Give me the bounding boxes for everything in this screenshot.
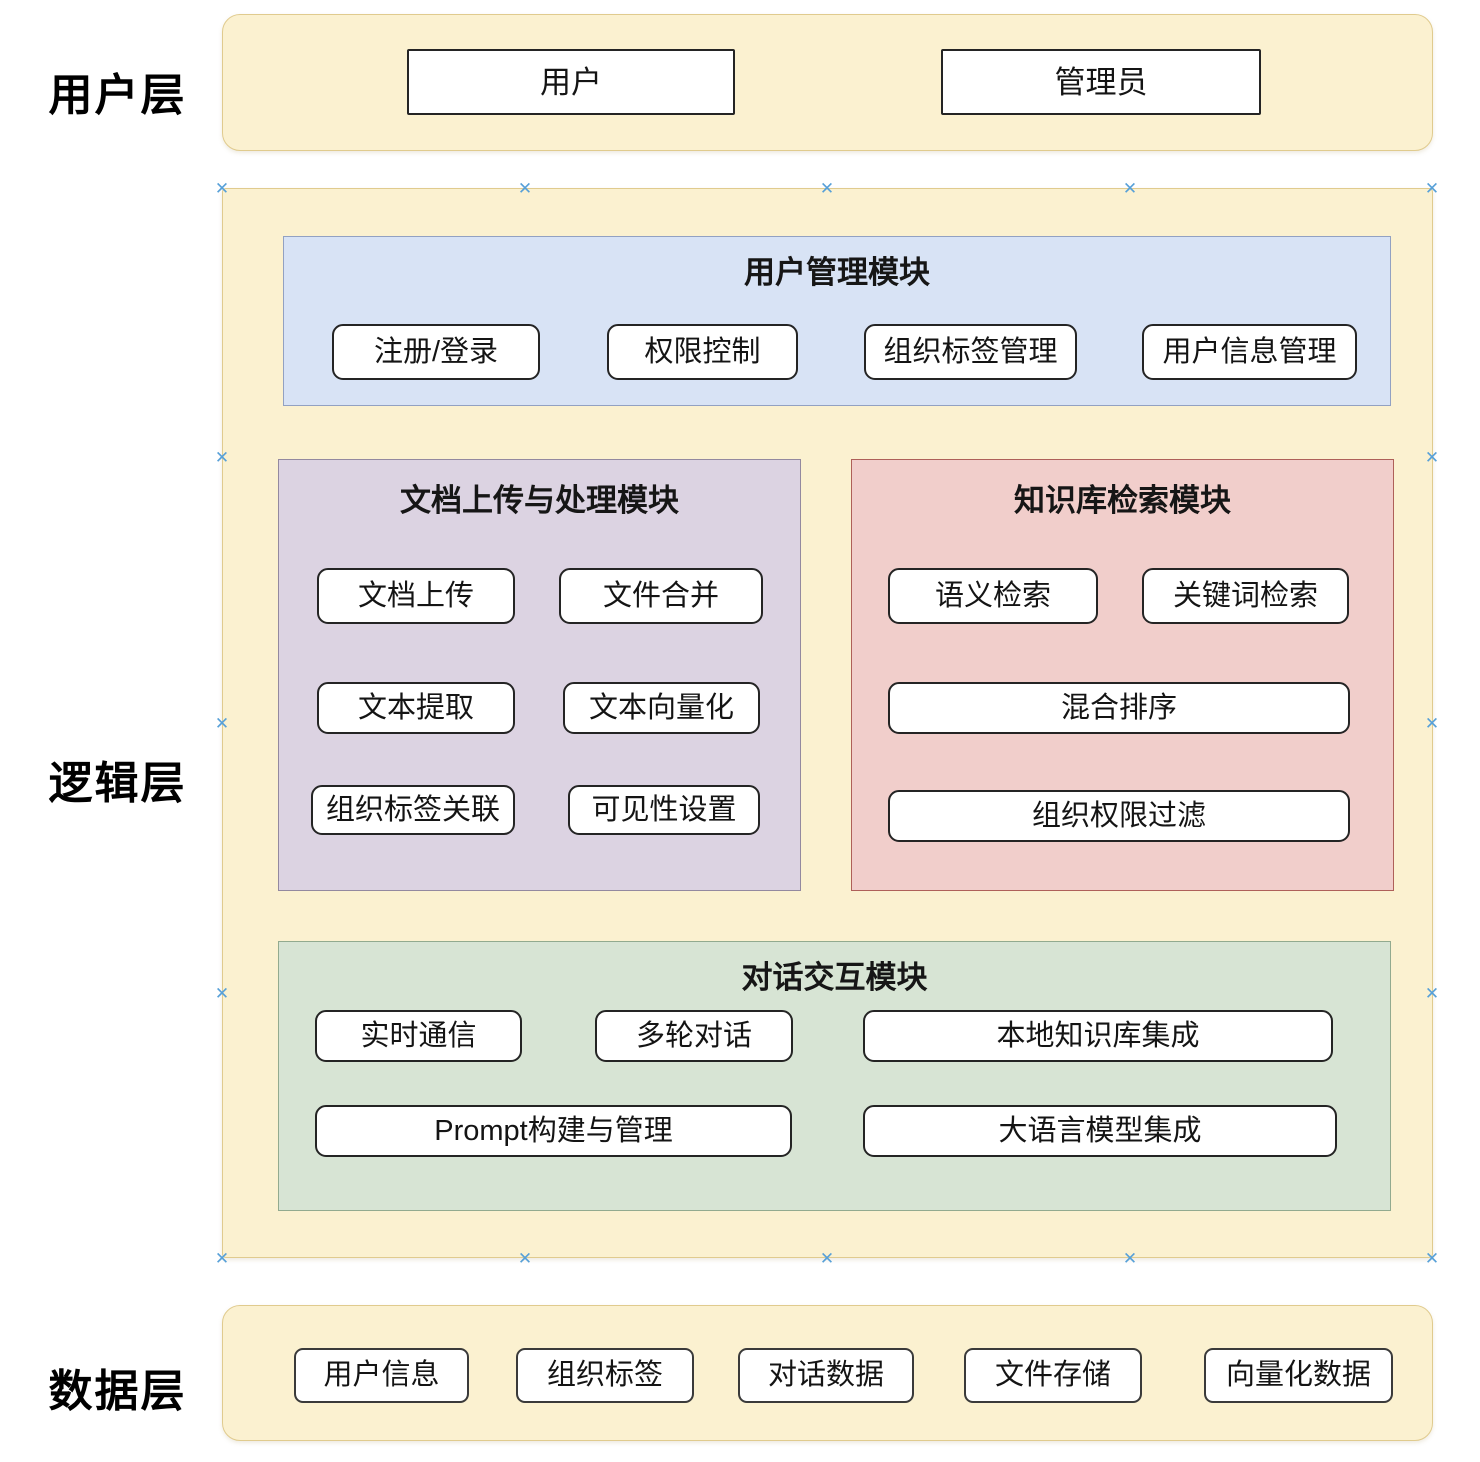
selection-handle-icon[interactable]: ✕ <box>1424 713 1440 733</box>
user-layer-label: 用户层 <box>48 71 187 120</box>
node-org-tag-store[interactable]: 组织标签 <box>516 1348 694 1403</box>
selection-handle-icon[interactable]: ✕ <box>517 178 533 198</box>
node-org-tag-association[interactable]: 组织标签关联 <box>311 785 515 835</box>
module-dialogue-interaction-title: 对话交互模块 <box>741 960 928 995</box>
node-user-info-management[interactable]: 用户信息管理 <box>1142 324 1357 380</box>
node-local-kb-integration[interactable]: 本地知识库集成 <box>863 1010 1333 1062</box>
node-text-extraction[interactable]: 文本提取 <box>317 682 515 734</box>
node-dialogue-data-store[interactable]: 对话数据 <box>738 1348 914 1403</box>
node-prompt-build-management[interactable]: Prompt构建与管理 <box>315 1105 792 1157</box>
module-user-management-title: 用户管理模块 <box>744 255 930 290</box>
node-user-info-store[interactable]: 用户信息 <box>294 1348 469 1403</box>
selection-handle-icon[interactable]: ✕ <box>819 1248 835 1268</box>
node-semantic-search[interactable]: 语义检索 <box>888 568 1098 624</box>
node-register-login[interactable]: 注册/登录 <box>332 324 540 380</box>
module-user-management[interactable]: 用户管理模块 注册/登录 权限控制 组织标签管理 用户信息管理 <box>283 236 1391 406</box>
node-admin[interactable]: 管理员 <box>941 49 1261 115</box>
node-keyword-search[interactable]: 关键词检索 <box>1142 568 1349 624</box>
module-doc-processing-title: 文档上传与处理模块 <box>400 483 679 518</box>
selection-handle-icon[interactable]: ✕ <box>214 1248 230 1268</box>
selection-handle-icon[interactable]: ✕ <box>214 447 230 467</box>
selection-handle-icon[interactable]: ✕ <box>1424 983 1440 1003</box>
node-multi-turn-dialogue[interactable]: 多轮对话 <box>595 1010 793 1062</box>
selection-handle-icon[interactable]: ✕ <box>819 178 835 198</box>
node-org-tag-management[interactable]: 组织标签管理 <box>864 324 1077 380</box>
node-org-permission-filter[interactable]: 组织权限过滤 <box>888 790 1350 842</box>
node-permission-control[interactable]: 权限控制 <box>607 324 798 380</box>
module-kb-retrieval-title: 知识库检索模块 <box>1014 483 1231 518</box>
user-layer-band[interactable]: 用户 管理员 <box>222 14 1433 151</box>
node-doc-upload[interactable]: 文档上传 <box>317 568 515 624</box>
selection-handle-icon[interactable]: ✕ <box>1424 1248 1440 1268</box>
selection-handle-icon[interactable]: ✕ <box>214 983 230 1003</box>
logic-layer-label: 逻辑层 <box>48 759 187 808</box>
module-dialogue-interaction[interactable]: 对话交互模块 实时通信 多轮对话 本地知识库集成 Prompt构建与管理 大语言… <box>278 941 1391 1211</box>
node-hybrid-ranking[interactable]: 混合排序 <box>888 682 1350 734</box>
selection-handle-icon[interactable]: ✕ <box>1122 178 1138 198</box>
selection-handle-icon[interactable]: ✕ <box>1122 1248 1138 1268</box>
node-text-vectorization[interactable]: 文本向量化 <box>563 682 760 734</box>
node-vectorized-data-store[interactable]: 向量化数据 <box>1204 1348 1393 1403</box>
node-user[interactable]: 用户 <box>407 49 735 115</box>
data-layer-band[interactable]: 用户信息 组织标签 对话数据 文件存储 向量化数据 <box>222 1305 1433 1441</box>
data-layer-label: 数据层 <box>48 1367 187 1416</box>
logic-layer-band[interactable]: 用户管理模块 注册/登录 权限控制 组织标签管理 用户信息管理 文档上传与处理模… <box>222 188 1433 1258</box>
module-doc-processing[interactable]: 文档上传与处理模块 文档上传 文件合并 文本提取 文本向量化 组织标签关联 可见… <box>278 459 801 891</box>
module-kb-retrieval[interactable]: 知识库检索模块 语义检索 关键词检索 混合排序 组织权限过滤 <box>851 459 1394 891</box>
node-file-storage[interactable]: 文件存储 <box>964 1348 1142 1403</box>
selection-handle-icon[interactable]: ✕ <box>214 713 230 733</box>
node-realtime-communication[interactable]: 实时通信 <box>315 1010 522 1062</box>
selection-handle-icon[interactable]: ✕ <box>517 1248 533 1268</box>
selection-handle-icon[interactable]: ✕ <box>1424 447 1440 467</box>
node-file-merge[interactable]: 文件合并 <box>559 568 763 624</box>
selection-handle-icon[interactable]: ✕ <box>1424 178 1440 198</box>
node-llm-integration[interactable]: 大语言模型集成 <box>863 1105 1337 1157</box>
node-visibility-settings[interactable]: 可见性设置 <box>568 785 760 835</box>
selection-handle-icon[interactable]: ✕ <box>214 178 230 198</box>
